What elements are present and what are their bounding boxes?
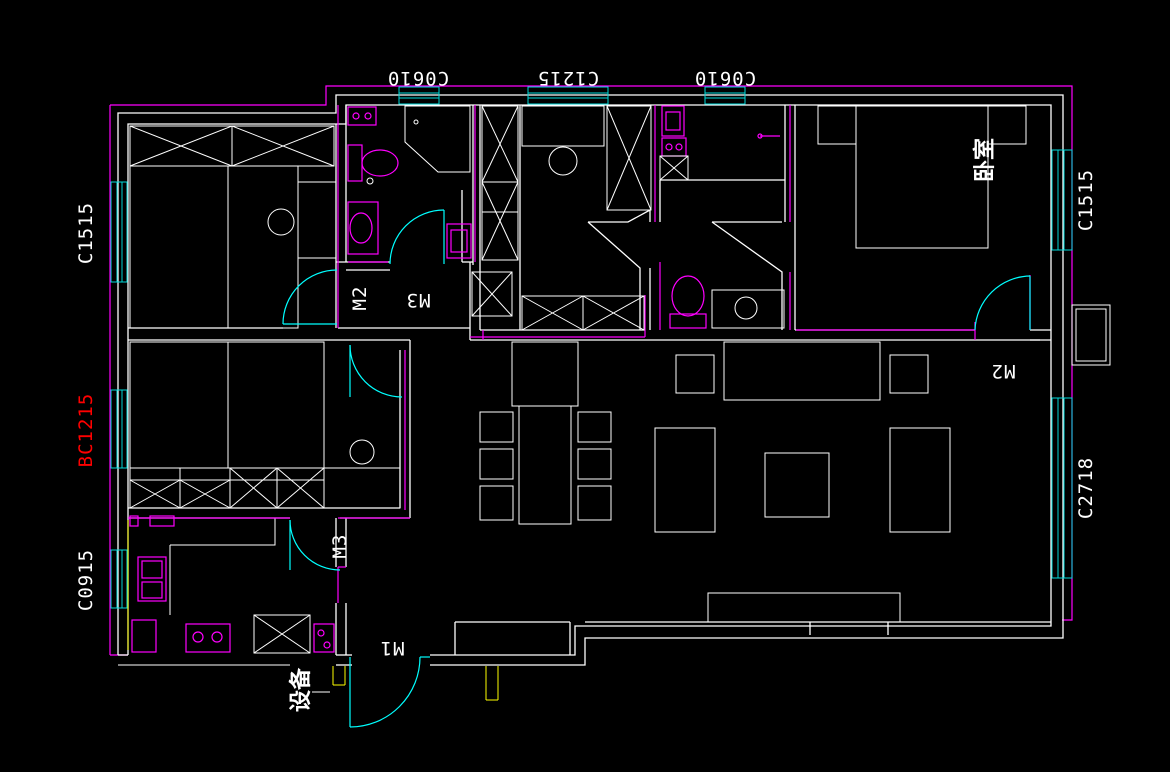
interior-walls <box>128 105 1051 655</box>
left-windows <box>110 181 128 609</box>
magenta-outlines <box>128 105 1031 603</box>
door-label-m2-right: M2 <box>991 360 1016 382</box>
room-label-equipment: 设备 <box>288 667 314 712</box>
doors <box>282 209 1031 728</box>
right-windows <box>1051 149 1111 579</box>
pipes <box>118 664 499 701</box>
door-labels: M2 M3 M3 M2 M1 <box>329 286 1015 659</box>
window-label-left-bottom: C0915 <box>75 549 97 611</box>
window-label-right-bottom: C2718 <box>1075 457 1097 519</box>
furniture <box>129 105 1027 623</box>
door-label-m2-left: M2 <box>349 286 371 311</box>
room-label-bedroom: 卧室 <box>972 138 998 182</box>
window-label-top-right: C0610 <box>694 67 756 89</box>
window-label-left-top: C1515 <box>75 202 97 264</box>
window-labels: C0610 C1215 C0610 C1515 BC1215 C0915 C15… <box>75 67 1097 611</box>
door-label-m1: M1 <box>380 637 405 659</box>
window-label-top-left: C0610 <box>387 67 449 89</box>
window-label-left-mid: BC1215 <box>75 393 97 468</box>
room-labels: 卧室 设备 <box>288 138 998 712</box>
door-label-m3-bottom: M3 <box>329 534 351 559</box>
window-label-right-top: C1515 <box>1075 169 1097 231</box>
fixtures <box>127 105 780 653</box>
outer-walls <box>117 94 1064 666</box>
door-label-m3-top: M3 <box>406 289 431 311</box>
top-windows <box>398 86 746 105</box>
window-label-top-mid: C1215 <box>537 67 599 89</box>
wardrobes <box>129 105 652 654</box>
